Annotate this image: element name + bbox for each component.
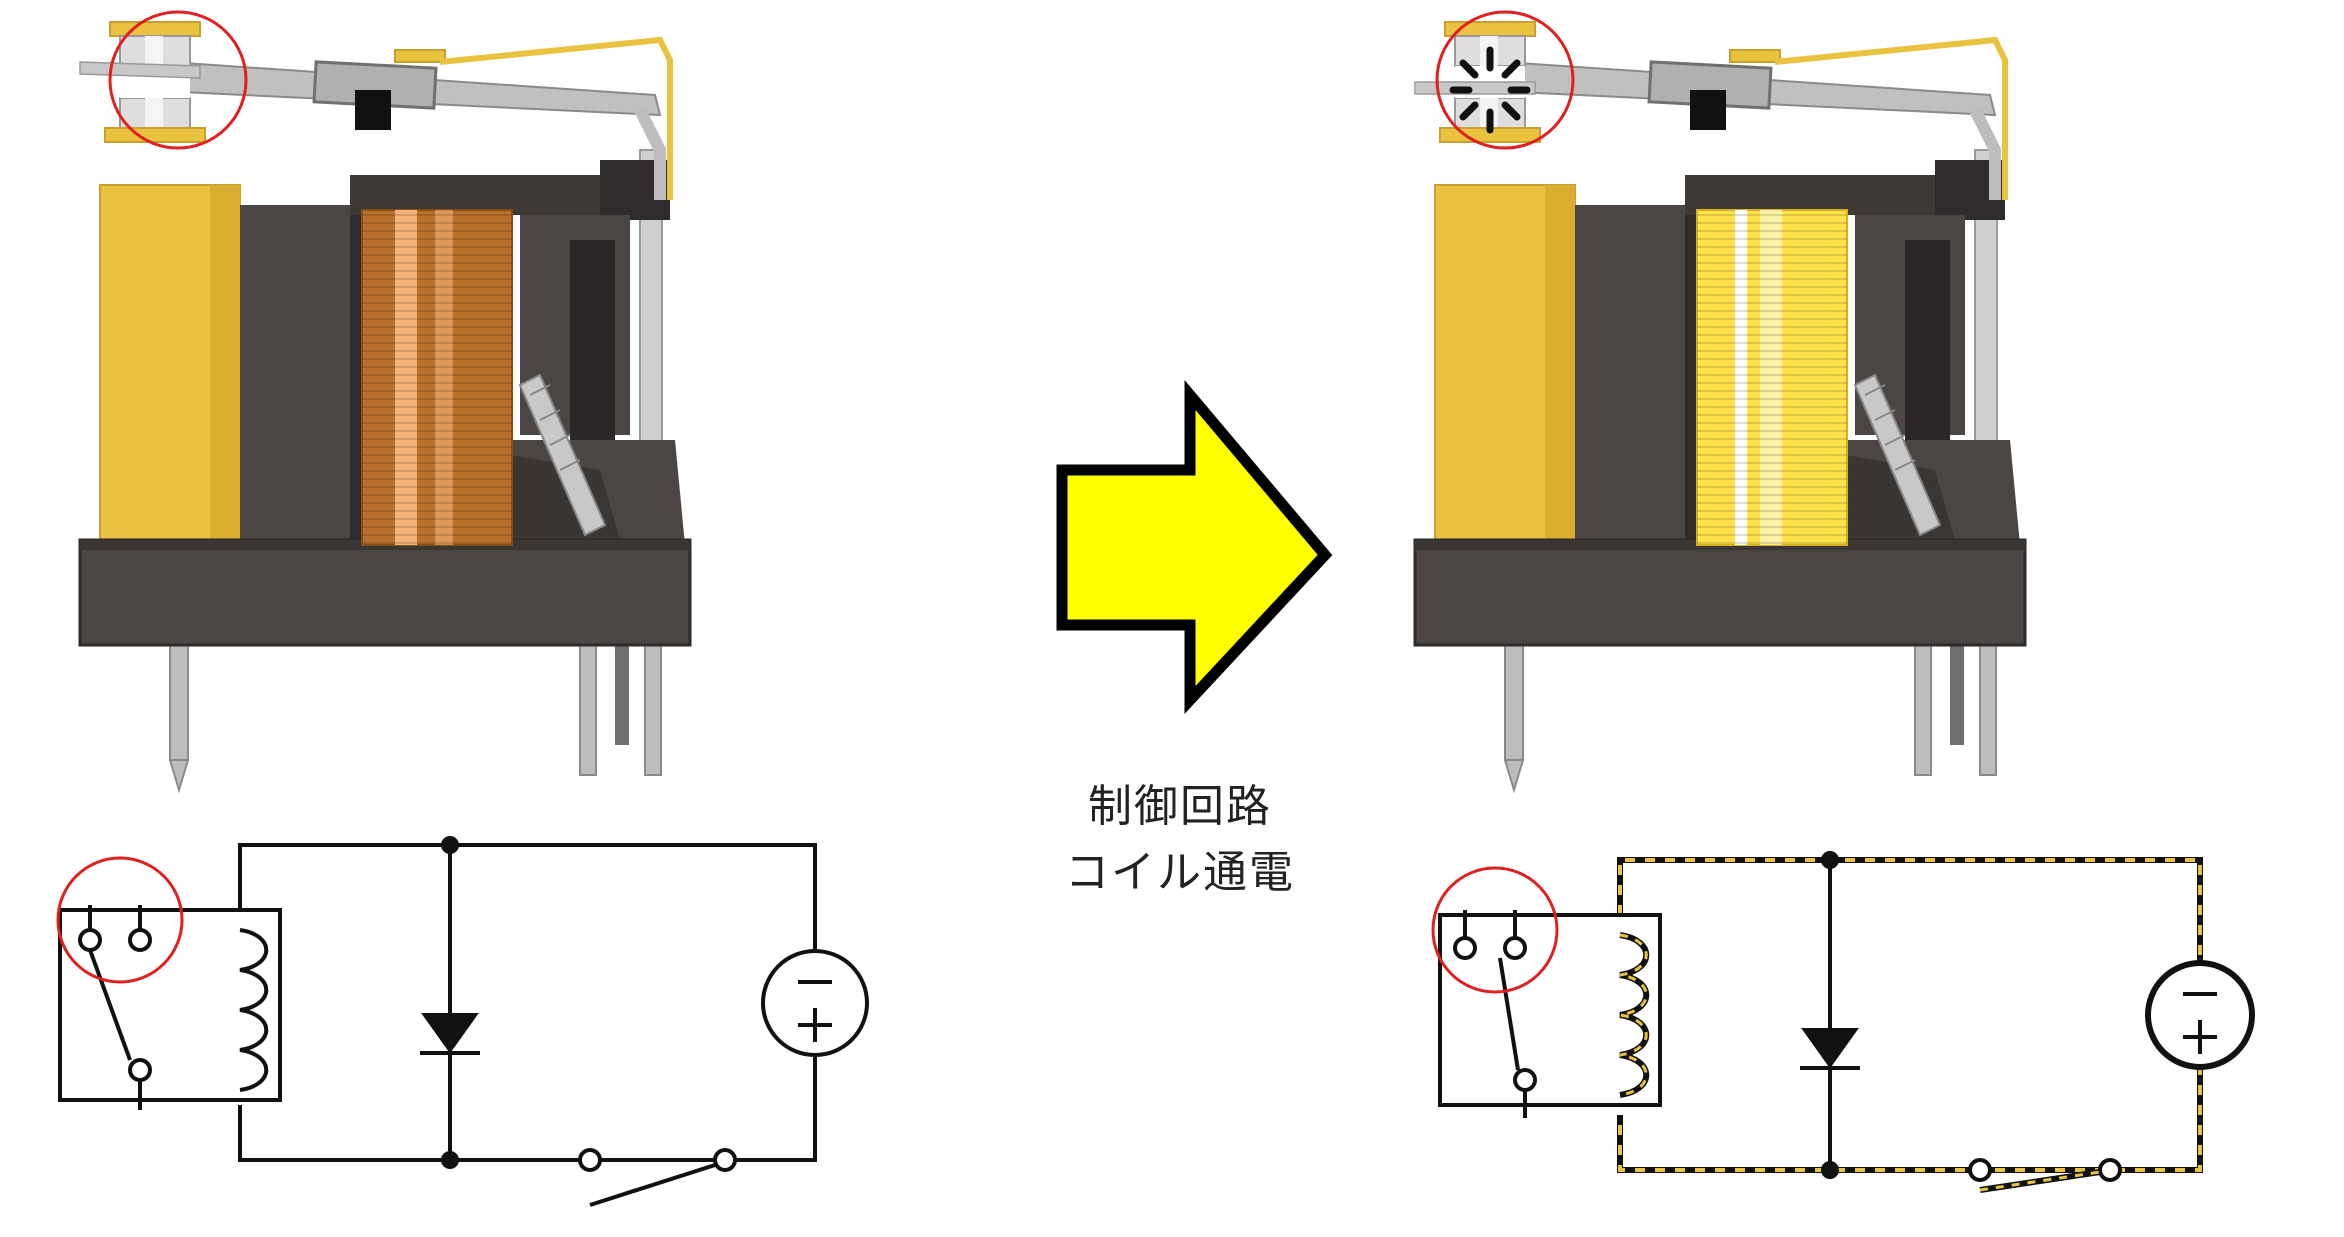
caption-line-2: コイル通電	[1065, 847, 1295, 898]
spark-icon	[1449, 46, 1531, 134]
circuit-schematic-on	[1431, 851, 2255, 1193]
relay-illustration-on	[1415, 10, 2025, 790]
contact-highlight-circle	[108, 10, 248, 150]
relay-illustration-off	[80, 10, 690, 790]
caption-line-1: 制御回路	[1088, 781, 1272, 832]
circuit-schematic-off	[56, 836, 869, 1207]
contact-highlight-circle	[1435, 10, 1575, 150]
arrow-right-icon	[1056, 379, 1333, 714]
